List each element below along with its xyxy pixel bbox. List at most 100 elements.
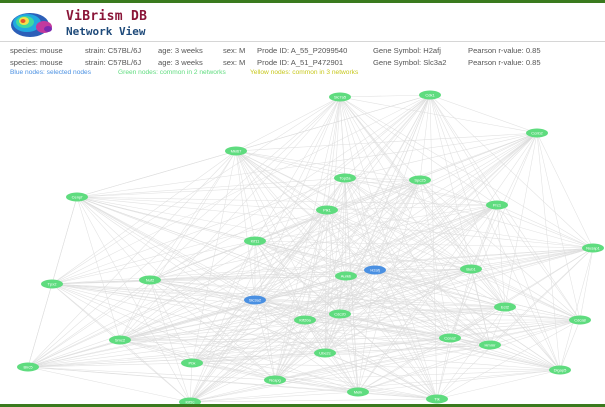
network-node-ttk[interactable]: Ttk — [426, 394, 448, 404]
node-shape[interactable] — [526, 128, 548, 138]
node-shape[interactable] — [439, 333, 461, 343]
network-node-melk[interactable]: Melk — [347, 387, 369, 397]
network-edge — [27, 313, 341, 368]
network-node-kif11[interactable]: Kif11 — [244, 236, 266, 246]
network-node-cenpf[interactable]: Cenpf — [66, 192, 88, 202]
node-shape[interactable] — [264, 375, 286, 385]
network-edge — [51, 283, 581, 321]
network-node-smc2[interactable]: Smc2 — [109, 335, 131, 345]
legend-green: Green nodes: common in 2 networks — [118, 69, 226, 76]
header: ViBrism DB Network View — [0, 3, 605, 41]
network-edge — [235, 132, 538, 152]
network-node-ect2[interactable]: Ect2 — [494, 302, 516, 312]
node-shape[interactable] — [139, 275, 161, 285]
node-shape[interactable] — [426, 394, 448, 404]
network-edge — [119, 339, 438, 400]
node-label: Dlgap5 — [554, 367, 567, 372]
network-node-tpx2[interactable]: Tpx2 — [41, 279, 63, 289]
network-edge — [436, 369, 561, 400]
network-node-mki67[interactable]: Mki67 — [225, 146, 247, 156]
node-shape[interactable] — [225, 146, 247, 156]
network-edge — [339, 306, 506, 315]
node-shape[interactable] — [335, 271, 357, 281]
network-edge — [449, 247, 594, 339]
network-node-cdk1[interactable]: Cdk1 — [419, 90, 441, 100]
network-node-hmmr[interactable]: Hmmr — [479, 340, 501, 350]
node-shape[interactable] — [569, 315, 591, 325]
network-node-slc7a5[interactable]: Slc7a5 — [329, 92, 351, 102]
network-node-cdc20[interactable]: Cdc20 — [329, 309, 351, 319]
network-edge — [496, 204, 594, 249]
node-shape[interactable] — [334, 173, 356, 183]
node-shape[interactable] — [244, 236, 266, 246]
pearson-value: Pearson r-value: 0.85 — [468, 46, 541, 55]
network-node-h2afj[interactable]: H2afj — [364, 265, 386, 275]
network-node-nuf2[interactable]: Nuf2 — [139, 275, 161, 285]
network-edge — [235, 150, 498, 206]
network-edge — [324, 352, 561, 371]
network-node-kif20a[interactable]: Kif20a — [294, 315, 316, 325]
network-node-ccna2[interactable]: Ccna2 — [439, 333, 461, 343]
node-shape[interactable] — [460, 264, 482, 274]
network-node-nusap1[interactable]: Nusap1 — [582, 243, 604, 253]
node-shape[interactable] — [294, 315, 316, 325]
node-shape[interactable] — [329, 92, 351, 102]
network-edge — [419, 179, 561, 371]
network-edge — [254, 268, 472, 301]
network-node-cdca8[interactable]: Cdca8 — [569, 315, 591, 325]
network-node-ube2c[interactable]: Ube2c — [314, 348, 336, 358]
node-shape[interactable] — [329, 309, 351, 319]
network-node-aurkb[interactable]: Aurkb — [335, 271, 357, 281]
network-node-ncapg[interactable]: Ncapg — [264, 375, 286, 385]
network-edge — [489, 319, 581, 346]
network-edge — [419, 179, 594, 249]
network-edge — [339, 132, 538, 315]
network-edge — [357, 269, 376, 393]
node-shape[interactable] — [479, 340, 501, 350]
node-shape[interactable] — [494, 302, 516, 312]
node-shape[interactable] — [316, 205, 338, 215]
node-label: Nusap1 — [586, 245, 601, 250]
network-edge — [339, 96, 451, 339]
node-shape[interactable] — [314, 348, 336, 358]
network-node-pbk[interactable]: Pbk — [181, 358, 203, 368]
node-label: Smc2 — [115, 337, 126, 342]
network-node-prc1[interactable]: Prc1 — [486, 200, 508, 210]
node-shape[interactable] — [549, 365, 571, 375]
node-shape[interactable] — [582, 243, 604, 253]
node-label: Birc5 — [23, 364, 33, 369]
node-shape[interactable] — [364, 265, 386, 275]
node-shape[interactable] — [244, 295, 266, 305]
node-shape[interactable] — [179, 397, 201, 405]
network-node-plk1[interactable]: Plk1 — [316, 205, 338, 215]
network-edge — [344, 132, 538, 179]
network-node-kif2c[interactable]: Kif2c — [179, 397, 201, 405]
network-node-spc25[interactable]: Spc25 — [409, 175, 431, 185]
network-edge — [254, 240, 326, 354]
node-label: Aurkb — [341, 273, 352, 278]
network-edge — [436, 247, 594, 400]
node-shape[interactable] — [66, 192, 88, 202]
node-shape[interactable] — [17, 362, 39, 372]
network-edge — [119, 94, 431, 341]
network-node-dlgap5[interactable]: Dlgap5 — [549, 365, 571, 375]
network-edge — [345, 179, 421, 277]
node-shape[interactable] — [347, 387, 369, 397]
node-shape[interactable] — [486, 200, 508, 210]
node-shape[interactable] — [109, 335, 131, 345]
network-edge — [345, 275, 451, 339]
node-shape[interactable] — [409, 175, 431, 185]
network-edge — [254, 204, 498, 242]
network-node-bub1[interactable]: Bub1 — [460, 264, 482, 274]
network-edge — [189, 240, 256, 403]
network-edge — [326, 209, 506, 308]
network-node-birc5[interactable]: Birc5 — [17, 362, 39, 372]
node-shape[interactable] — [181, 358, 203, 368]
node-shape[interactable] — [41, 279, 63, 289]
network-node-top2a[interactable]: Top2a — [334, 173, 356, 183]
network-edge — [235, 150, 359, 393]
node-shape[interactable] — [419, 90, 441, 100]
network-node-slc3a2[interactable]: Slc3a2 — [244, 295, 266, 305]
network-node-ccnb2[interactable]: Ccnb2 — [526, 128, 548, 138]
